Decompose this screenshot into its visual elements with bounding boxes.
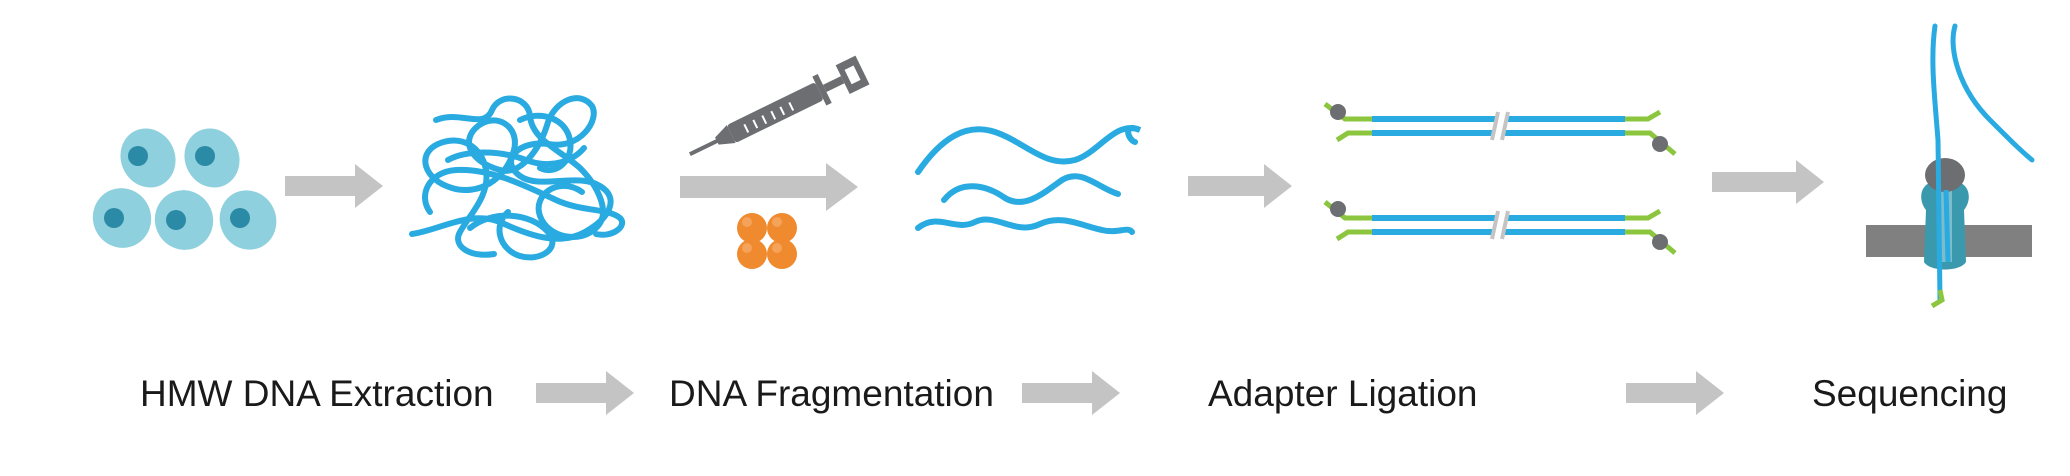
beads-icon: [737, 213, 797, 269]
syringe-icon: [689, 55, 870, 156]
nanopore-icon: [1866, 23, 2035, 309]
arrow-icon: [1022, 371, 1120, 415]
step-label-ligation: Adapter Ligation: [1208, 373, 1478, 414]
adapter-ligated-dna-icon: [1323, 102, 1677, 255]
arrow-icon: [1712, 160, 1824, 204]
cells-icon: [92, 128, 277, 250]
arrow-icon: [285, 164, 383, 208]
step-label-extraction: HMW DNA Extraction: [140, 373, 494, 414]
step-label-sequencing: Sequencing: [1812, 373, 2008, 414]
fragmented-dna-icon: [915, 125, 1142, 235]
arrow-icon: [1188, 164, 1292, 208]
tangled-dna-icon: [409, 95, 625, 261]
arrow-icon: [1626, 371, 1724, 415]
step-label-fragmentation: DNA Fragmentation: [669, 373, 994, 414]
arrow-icon: [536, 371, 634, 415]
arrow-icon: [680, 163, 858, 211]
